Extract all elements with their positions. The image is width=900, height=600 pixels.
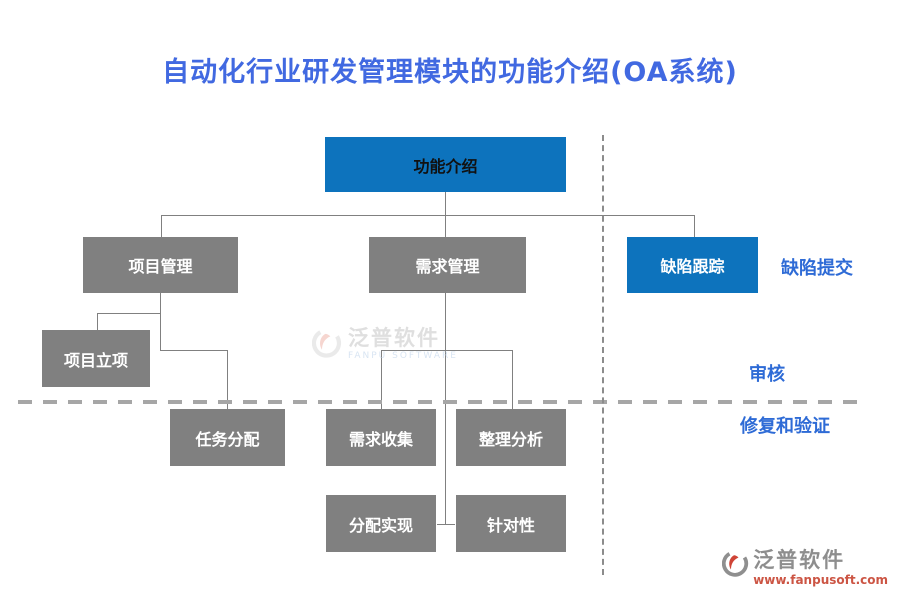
node-defect-tracking[interactable]: 缺陷跟踪	[627, 237, 758, 293]
fanpu-logo-icon	[722, 550, 749, 581]
node-organize-analysis[interactable]: 整理分析	[456, 409, 566, 466]
node-requirement-management[interactable]: 需求管理	[369, 237, 526, 293]
connector-line	[437, 524, 455, 525]
node-targeted[interactable]: 针对性	[456, 495, 566, 552]
connector-line	[381, 350, 382, 409]
connector-line	[512, 350, 513, 409]
vertical-dashed-divider	[602, 135, 604, 575]
connector-line	[97, 313, 98, 330]
node-project-initiation[interactable]: 项目立项	[42, 330, 150, 387]
connector-line	[227, 350, 228, 409]
node-function-intro[interactable]: 功能介绍	[325, 137, 566, 192]
footer-url[interactable]: www.fanpusoft.com	[753, 573, 888, 587]
label-review: 审核	[749, 364, 785, 385]
footer-brand: 泛普软件 www.fanpusoft.com	[722, 550, 888, 586]
connector-line	[445, 350, 446, 524]
node-requirement-collection[interactable]: 需求收集	[326, 409, 436, 466]
node-project-management[interactable]: 项目管理	[83, 237, 238, 293]
footer-brand-name: 泛普软件	[753, 548, 846, 572]
connector-line	[161, 215, 695, 216]
connector-line	[160, 350, 227, 351]
label-fix-and-verify: 修复和验证	[740, 416, 830, 437]
connector-line	[445, 215, 446, 237]
watermark-brand: 泛普软件	[348, 326, 440, 350]
connector-line	[160, 313, 161, 350]
connector-line	[694, 215, 695, 237]
watermark-subtitle: FANPU SOFTWARE	[348, 351, 458, 361]
page-title: 自动化行业研发管理模块的功能介绍(OA系统)	[162, 57, 738, 88]
connector-line	[445, 293, 446, 350]
node-assignment-implementation[interactable]: 分配实现	[326, 495, 436, 552]
label-defect-submission: 缺陷提交	[781, 258, 853, 279]
center-watermark: 泛普软件 FANPU SOFTWARE	[311, 326, 458, 362]
connector-line	[160, 293, 161, 313]
connector-line	[381, 350, 512, 351]
horizontal-dashed-divider	[18, 400, 868, 404]
fanpu-logo-icon	[311, 328, 342, 362]
node-task-assignment[interactable]: 任务分配	[170, 409, 285, 466]
connector-line	[445, 192, 446, 215]
connector-line	[97, 313, 161, 314]
connector-line	[161, 215, 162, 237]
